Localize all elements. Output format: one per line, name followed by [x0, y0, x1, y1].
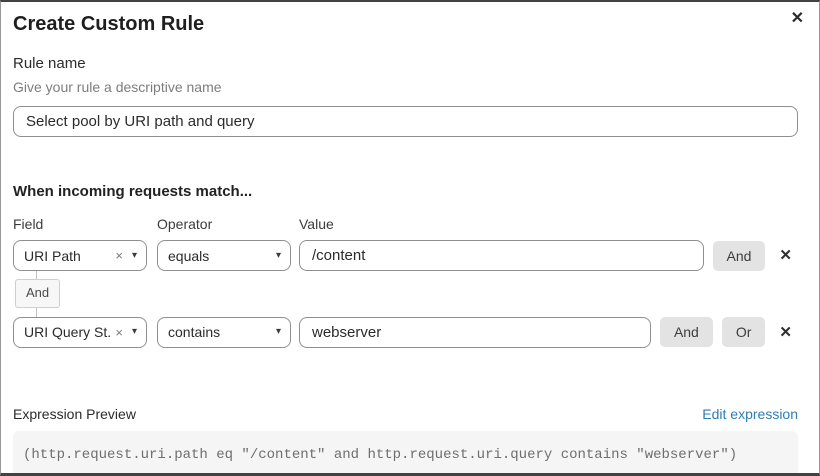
rule-name-input[interactable] [13, 106, 798, 137]
value-input[interactable] [299, 316, 651, 348]
connector-line [36, 271, 37, 279]
operator-select[interactable]: equals ▾ [157, 240, 291, 271]
field-select-value: URI Path [24, 247, 81, 264]
delete-row-icon[interactable]: ✕ [779, 323, 792, 341]
expression-header: Expression Preview Edit expression [13, 406, 798, 422]
expression-preview-label: Expression Preview [13, 405, 136, 422]
matcher-column-labels: Field Operator Value [13, 216, 798, 232]
chevron-down-icon: ▾ [275, 249, 281, 261]
value-input[interactable] [299, 240, 704, 271]
add-and-button[interactable]: And [712, 240, 766, 271]
edit-expression-link[interactable]: Edit expression [702, 405, 798, 422]
chevron-down-icon: ▾ [131, 326, 137, 338]
delete-row-icon[interactable]: ✕ [779, 247, 792, 264]
matcher-heading: When incoming requests match... [13, 183, 253, 200]
field-select-value: URI Query St... [24, 324, 112, 341]
clear-icon[interactable]: × [115, 324, 123, 340]
operator-select-value: contains [168, 324, 221, 341]
add-or-button[interactable]: Or [721, 317, 766, 348]
value-column-label: Value [299, 216, 334, 232]
match-row-2: URI Query St... × ▾ contains ▾ And Or ✕ [13, 316, 798, 348]
field-column-label: Field [13, 216, 44, 232]
operator-column-label: Operator [157, 216, 213, 232]
rule-name-label: Rule name [13, 55, 86, 72]
close-icon[interactable]: ✕ [790, 10, 804, 27]
dialog-title: Create Custom Rule [13, 13, 205, 35]
operator-select[interactable]: contains ▾ [157, 316, 291, 348]
add-and-button[interactable]: And [659, 317, 713, 348]
and-connector: And [13, 271, 798, 317]
field-select[interactable]: URI Query St... × ▾ [13, 316, 147, 348]
operator-select-value: equals [168, 247, 210, 264]
connector-and-badge: And [15, 279, 61, 308]
chevron-down-icon: ▾ [131, 249, 137, 261]
connector-line [36, 307, 37, 317]
field-select[interactable]: URI Path × ▾ [13, 240, 147, 271]
chevron-down-icon: ▾ [275, 326, 281, 338]
expression-preview-code: (http.request.uri.path eq "/content" and… [13, 430, 798, 473]
clear-icon[interactable]: × [115, 248, 123, 263]
rule-name-description: Give your rule a descriptive name [13, 79, 222, 95]
match-row-1: URI Path × ▾ equals ▾ And ✕ [13, 240, 798, 271]
